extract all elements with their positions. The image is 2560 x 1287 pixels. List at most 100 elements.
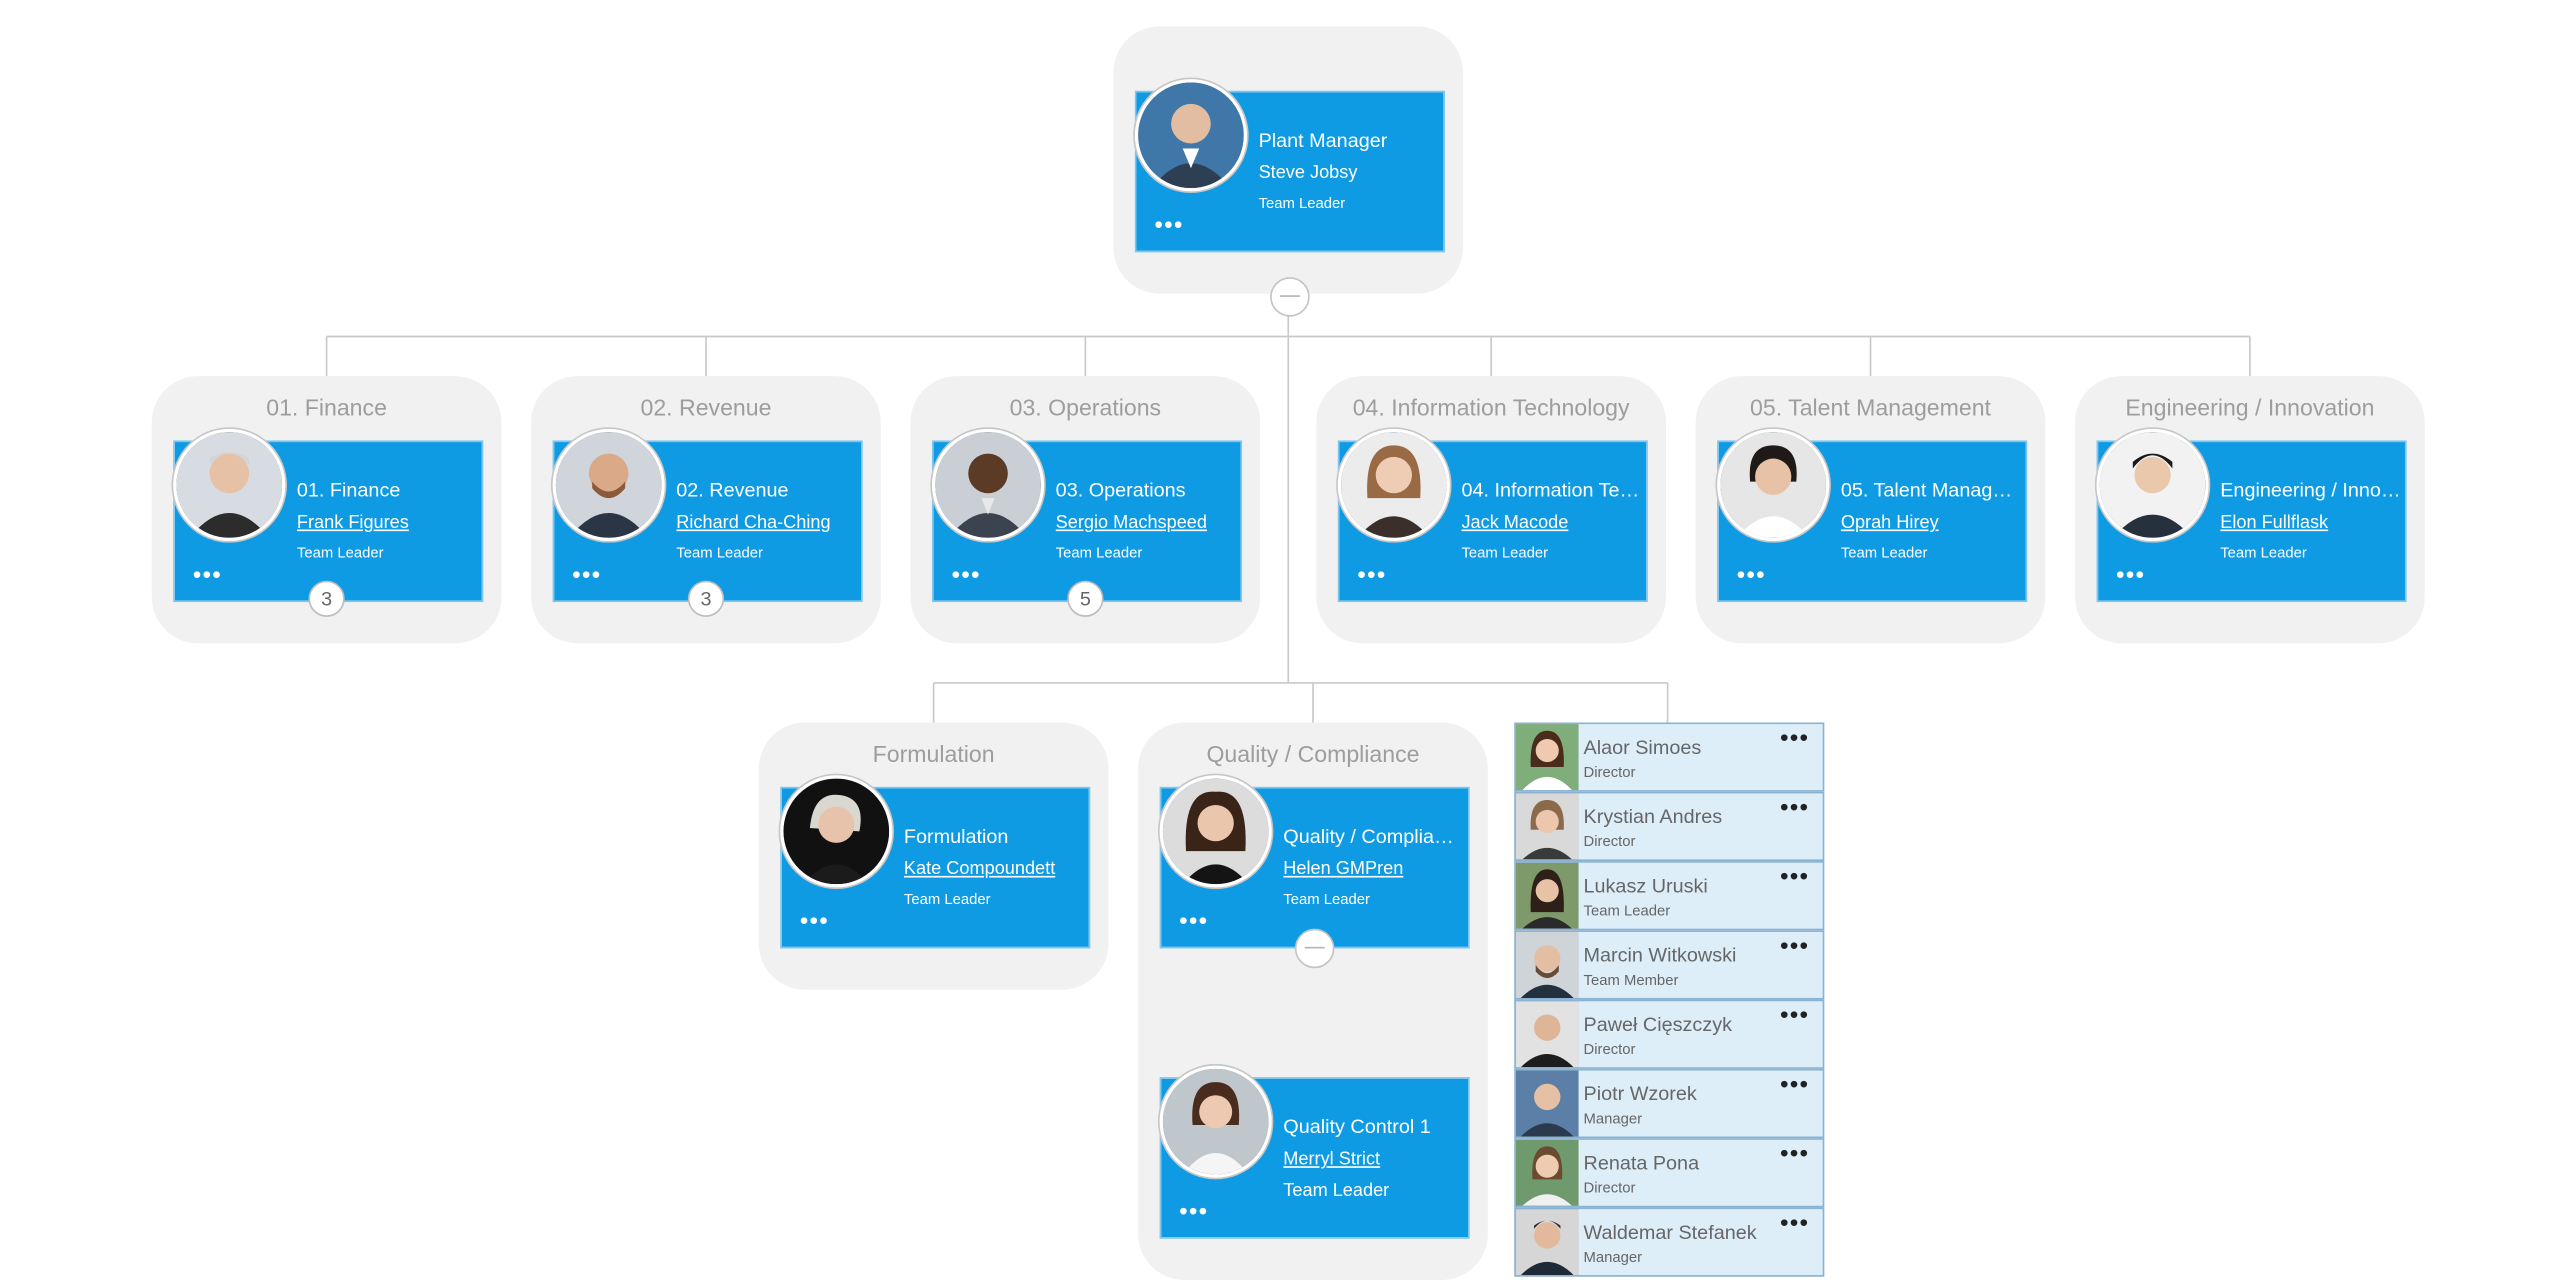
more-options-icon[interactable]: ••• [1154, 211, 1184, 238]
more-options-icon[interactable]: ••• [1357, 560, 1387, 588]
avatar [1515, 1139, 1579, 1206]
more-options-icon[interactable]: ••• [1736, 560, 1767, 588]
avatar [1515, 1070, 1579, 1137]
avatar [1515, 793, 1579, 860]
dept-header: Quality / Compliance [1206, 740, 1420, 768]
dept-engineering-innovation: Engineering / Innovation Engineering / I… [2075, 376, 2425, 644]
children-count-badge[interactable]: 3 [687, 580, 725, 617]
node-card-information-technology[interactable]: 04. Information Techn... Jack Macode Tea… [1337, 428, 1648, 603]
member-name: Lukasz Uruski [1583, 874, 1708, 898]
children-count-badge[interactable]: 5 [1067, 580, 1104, 617]
node-name-link[interactable]: Jack Macode [1461, 512, 1569, 533]
more-options-icon[interactable]: ••• [1780, 1070, 1810, 1097]
member-name: Alaor Simoes [1583, 735, 1702, 759]
node-role: 02. Revenue [676, 478, 789, 502]
avatar [1515, 1001, 1579, 1068]
member-name: Waldemar Stefanek [1583, 1220, 1757, 1244]
children-count-badge[interactable]: 3 [308, 580, 345, 617]
avatar [1515, 1209, 1579, 1276]
node-title: Team Leader [1840, 544, 1928, 561]
list-item[interactable]: Piotr Wzorek Manager ••• [1514, 1068, 1825, 1139]
dept-talent-management: 05. Talent Management 05. Talent Managem… [1695, 376, 2046, 644]
avatar [1159, 1065, 1272, 1178]
dept-header: 01. Finance [266, 394, 387, 421]
more-options-icon[interactable]: ••• [1179, 1197, 1209, 1224]
node-name-link[interactable]: Oprah Hirey [1840, 512, 1939, 533]
root-card[interactable]: Plant Manager Steve Jobsy Team Leader ••… [1134, 79, 1445, 253]
member-title: Manager [1583, 1248, 1643, 1266]
root-group: Plant Manager Steve Jobsy Team Leader ••… [1113, 26, 1464, 294]
list-item[interactable]: Paweł Cięszczyk Director ••• [1514, 999, 1825, 1069]
node-title: Team Leader [1283, 1181, 1390, 1201]
node-title: Team Leader [1258, 194, 1346, 212]
more-options-icon[interactable]: ••• [1780, 793, 1810, 820]
node-name-link[interactable]: Frank Figures [296, 512, 409, 533]
avatar [173, 428, 286, 542]
node-role: 05. Talent Management [1840, 478, 2022, 502]
member-name: Piotr Wzorek [1583, 1082, 1697, 1106]
dept-header: 04. Information Technology [1352, 394, 1630, 421]
node-card-formulation[interactable]: Formulation Kate Compoundett Team Leader… [780, 775, 1091, 949]
more-options-icon[interactable]: ••• [1780, 931, 1810, 959]
node-role: Quality Control 1 [1283, 1115, 1431, 1139]
node-card-quality-compliance[interactable]: Quality / Compliance Helen GMPren Team L… [1159, 775, 1470, 949]
member-name: Renata Pona [1583, 1151, 1700, 1175]
more-options-icon[interactable]: ••• [1780, 862, 1810, 890]
more-options-icon[interactable]: ••• [1780, 1139, 1810, 1167]
node-card-operations[interactable]: 03. Operations Sergio Machspeed Team Lea… [931, 428, 1243, 603]
node-role: Quality / Compliance [1283, 824, 1465, 848]
member-title: Team Member [1583, 971, 1679, 989]
avatar [1134, 79, 1248, 192]
list-item[interactable]: Waldemar Stefanek Manager ••• [1514, 1207, 1825, 1277]
member-title: Manager [1583, 1110, 1643, 1127]
node-name-link[interactable]: Helen GMPren [1283, 859, 1404, 880]
list-item[interactable]: Alaor Simoes Director ••• [1514, 722, 1825, 792]
more-options-icon[interactable]: ••• [1780, 1001, 1810, 1028]
node-name-link[interactable]: Merryl Strict [1283, 1149, 1381, 1170]
node-name-link[interactable]: Sergio Machspeed [1055, 512, 1207, 533]
member-title: Director [1583, 1040, 1636, 1058]
more-options-icon[interactable]: ••• [192, 560, 223, 588]
node-card-finance[interactable]: 01. Finance Frank Figures Team Leader ••… [173, 428, 484, 603]
node-name-link[interactable]: Kate Compoundett [903, 859, 1056, 880]
node-role: 03. Operations [1055, 478, 1186, 502]
collapse-root-button[interactable] [1270, 277, 1310, 317]
more-options-icon[interactable]: ••• [800, 907, 830, 934]
more-options-icon[interactable]: ••• [572, 560, 602, 588]
node-card-talent-management[interactable]: 05. Talent Management Oprah Hirey Team L… [1717, 428, 2028, 603]
node-card-quality-control-1[interactable]: Quality Control 1 Merryl Strict Team Lea… [1159, 1065, 1470, 1239]
node-title: Team Leader [296, 544, 384, 561]
node-card-revenue[interactable]: 02. Revenue Richard Cha-Ching Team Leade… [552, 428, 863, 603]
node-title: Team Leader [1283, 890, 1370, 908]
node-role: Engineering / Innovati... [2220, 478, 2402, 502]
collapse-quality-button[interactable] [1294, 928, 1335, 969]
avatar [1515, 862, 1579, 929]
member-name: Krystian Andres [1583, 804, 1723, 829]
list-item[interactable]: Marcin Witkowski Team Member ••• [1514, 930, 1825, 1000]
node-role: 04. Information Techn... [1461, 478, 1642, 502]
dept-revenue: 02. Revenue 02. Revenue Richard Cha-Chin… [531, 376, 881, 644]
dept-header: 03. Operations [1009, 394, 1162, 421]
dept-header: Engineering / Innovation [2125, 394, 2375, 421]
node-name: Steve Jobsy [1258, 163, 1358, 184]
more-options-icon[interactable]: ••• [951, 560, 981, 588]
node-name-link[interactable]: Elon Fullflask [2220, 512, 2329, 533]
list-item[interactable]: Lukasz Uruski Team Leader ••• [1514, 861, 1825, 931]
avatar [931, 428, 1045, 542]
list-item[interactable]: Krystian Andres Director ••• [1514, 791, 1825, 862]
node-role: Formulation [903, 824, 1009, 848]
node-card-engineering-innovation[interactable]: Engineering / Innovati... Elon Fullflask… [2096, 428, 2407, 603]
more-options-icon[interactable]: ••• [1780, 1209, 1810, 1236]
more-options-icon[interactable]: ••• [1780, 724, 1810, 751]
node-name-link[interactable]: Richard Cha-Ching [676, 512, 831, 533]
avatar [2096, 428, 2209, 542]
list-item[interactable]: Renata Pona Director ••• [1514, 1138, 1825, 1208]
more-options-icon[interactable]: ••• [2116, 560, 2146, 588]
node-title: Team Leader [903, 890, 991, 908]
more-options-icon[interactable]: ••• [1179, 907, 1209, 934]
node-title: Team Leader [2220, 544, 2307, 561]
dept-information-technology: 04. Information Technology 04. Informati… [1316, 376, 1666, 644]
avatar [1337, 428, 1450, 542]
dept-finance: 01. Finance 01. Finance Frank Figures Te… [151, 376, 502, 644]
